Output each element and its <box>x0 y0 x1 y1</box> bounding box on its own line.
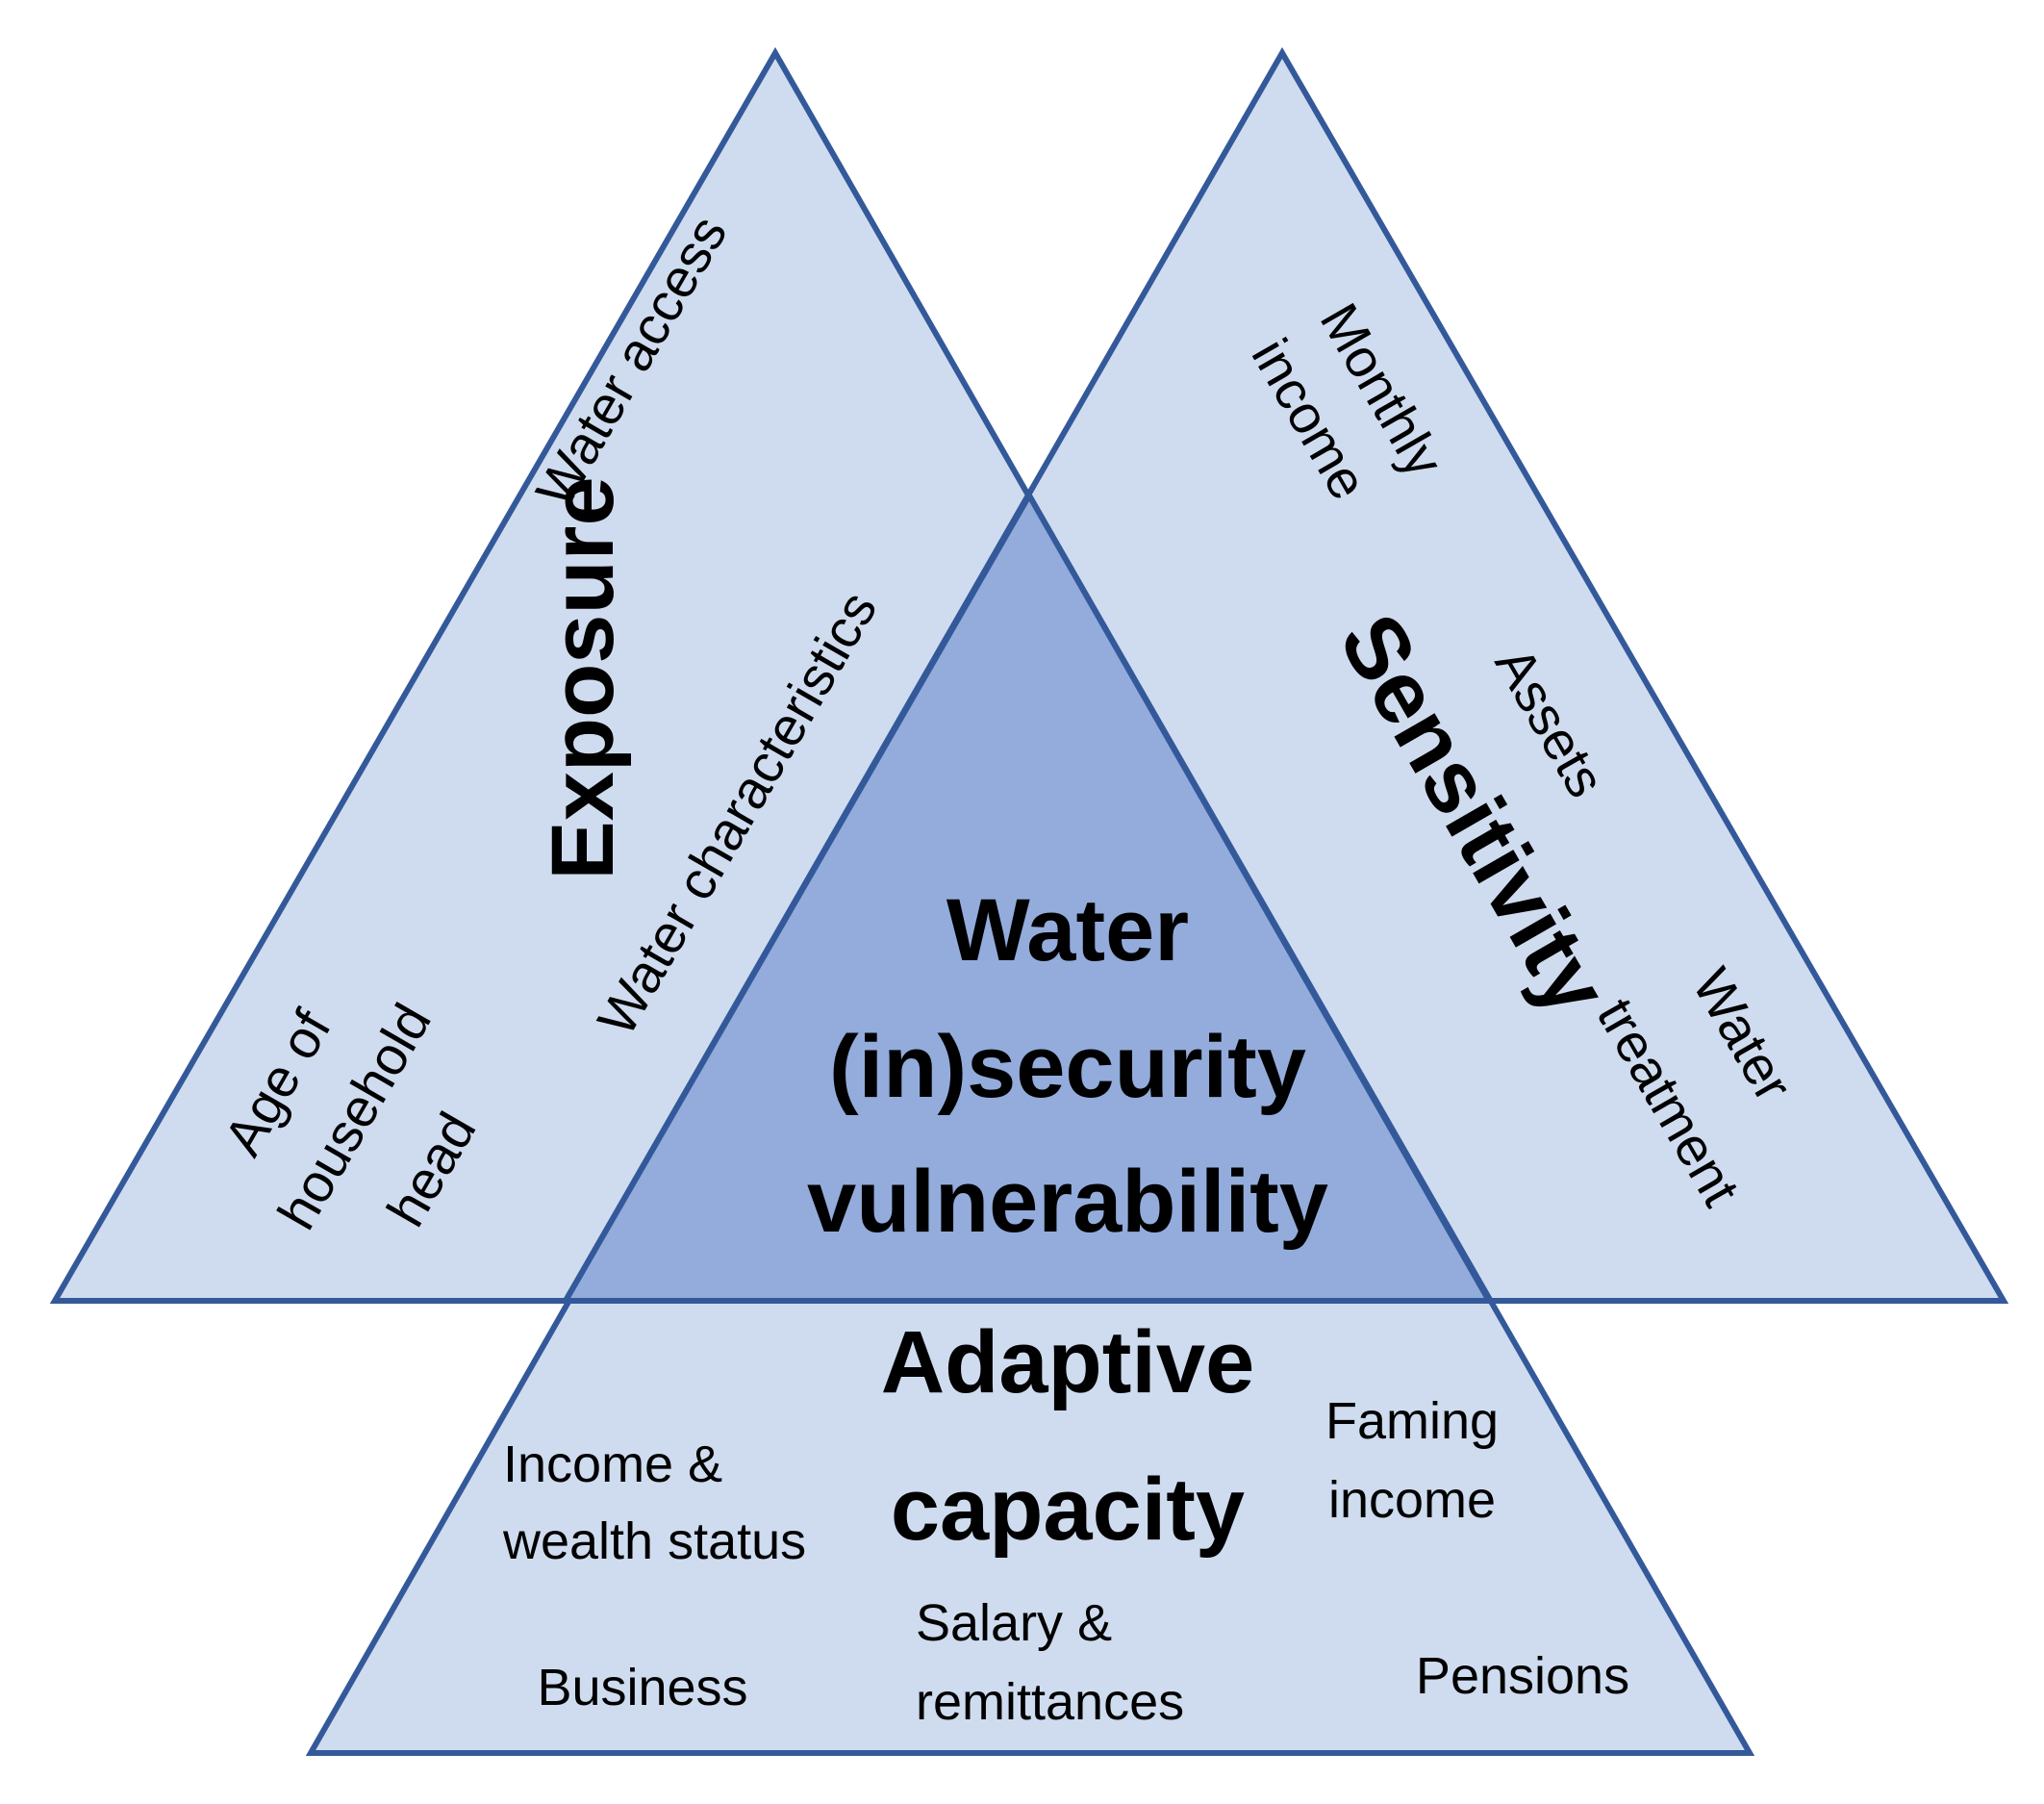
faming-income-label-line-1: Faming <box>1325 1392 1499 1450</box>
salary-remittances-label-line-1: Salary & <box>916 1594 1112 1652</box>
adaptive-capacity-title-line-2: capacity <box>891 1461 1245 1559</box>
faming-income-label-line-2: income <box>1328 1471 1496 1529</box>
salary-remittances-label-line-2: remittances <box>916 1673 1184 1731</box>
pensions-label: Pensions <box>1416 1647 1629 1705</box>
business-label: Business <box>537 1659 747 1716</box>
center-triangle <box>560 489 1495 1304</box>
income-wealth-status-label-line-1: Income & <box>503 1436 722 1493</box>
exposure-title: Exposure <box>534 476 632 879</box>
center-label-line-2: (in)security <box>829 1018 1306 1116</box>
center-label-line-3: vulnerability <box>807 1153 1328 1251</box>
adaptive-capacity-title-line-1: Adaptive <box>881 1313 1255 1411</box>
income-wealth-status-label-line-2: wealth status <box>502 1512 806 1570</box>
center-label-line-1: Water <box>946 881 1189 979</box>
center-label: Water (in)security vulnerability <box>807 881 1328 1251</box>
adaptive-capacity-group: Adaptive capacity Income & wealth status… <box>502 1313 1629 1731</box>
